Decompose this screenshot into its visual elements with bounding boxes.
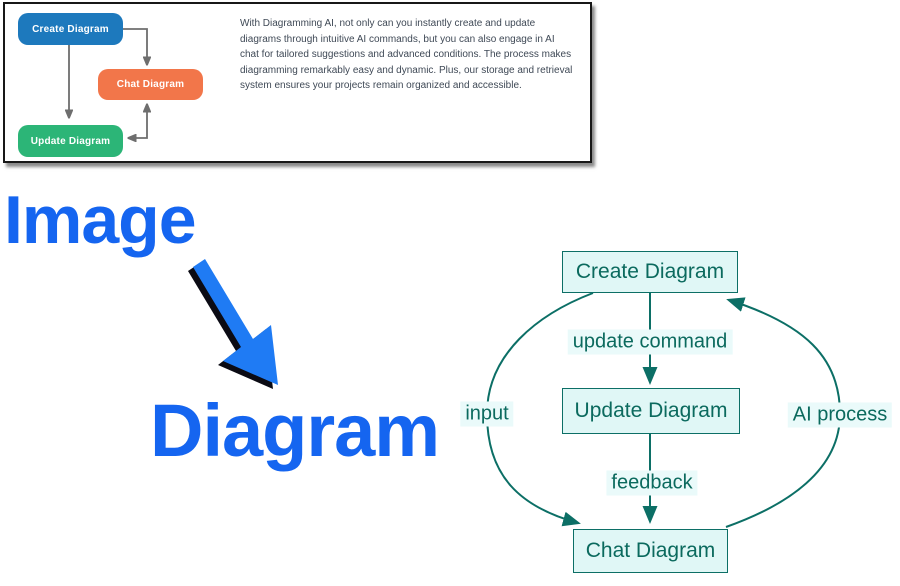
card-node-create: Create Diagram [18,13,123,45]
diagram-label: Diagram [150,389,440,472]
edge-label-input: input [460,401,514,427]
flowchart-node-chat: Chat Diagram [573,529,728,573]
image-label: Image [4,182,197,258]
screenshot-card: Create Diagram Chat Diagram Update Diagr… [3,2,592,163]
transform-arrow-icon [188,259,278,389]
flowchart-node-create: Create Diagram [562,251,738,293]
flowchart-node-update: Update Diagram [562,388,740,434]
card-node-update: Update Diagram [18,125,123,157]
flowchart-panel: Create Diagram Update Diagram Chat Diagr… [450,236,900,586]
card-node-chat-label: Chat Diagram [116,79,185,90]
edge-label-ai-process: AI process [787,402,893,428]
card-node-create-label: Create Diagram [32,23,109,35]
flowchart-node-update-label: Update Diagram [574,399,728,422]
card-connector-lines [5,28,590,161]
flowchart-node-create-label: Create Diagram [575,260,725,283]
card-description: With Diagramming AI, not only can you in… [240,18,573,92]
card-node-chat: Chat Diagram [98,69,203,100]
edge-label-feedback: feedback [606,470,698,496]
card-node-update-label: Update Diagram [30,135,111,147]
edge-label-update-command: update command [567,329,733,355]
flowchart-node-chat-label: Chat Diagram [585,539,716,562]
